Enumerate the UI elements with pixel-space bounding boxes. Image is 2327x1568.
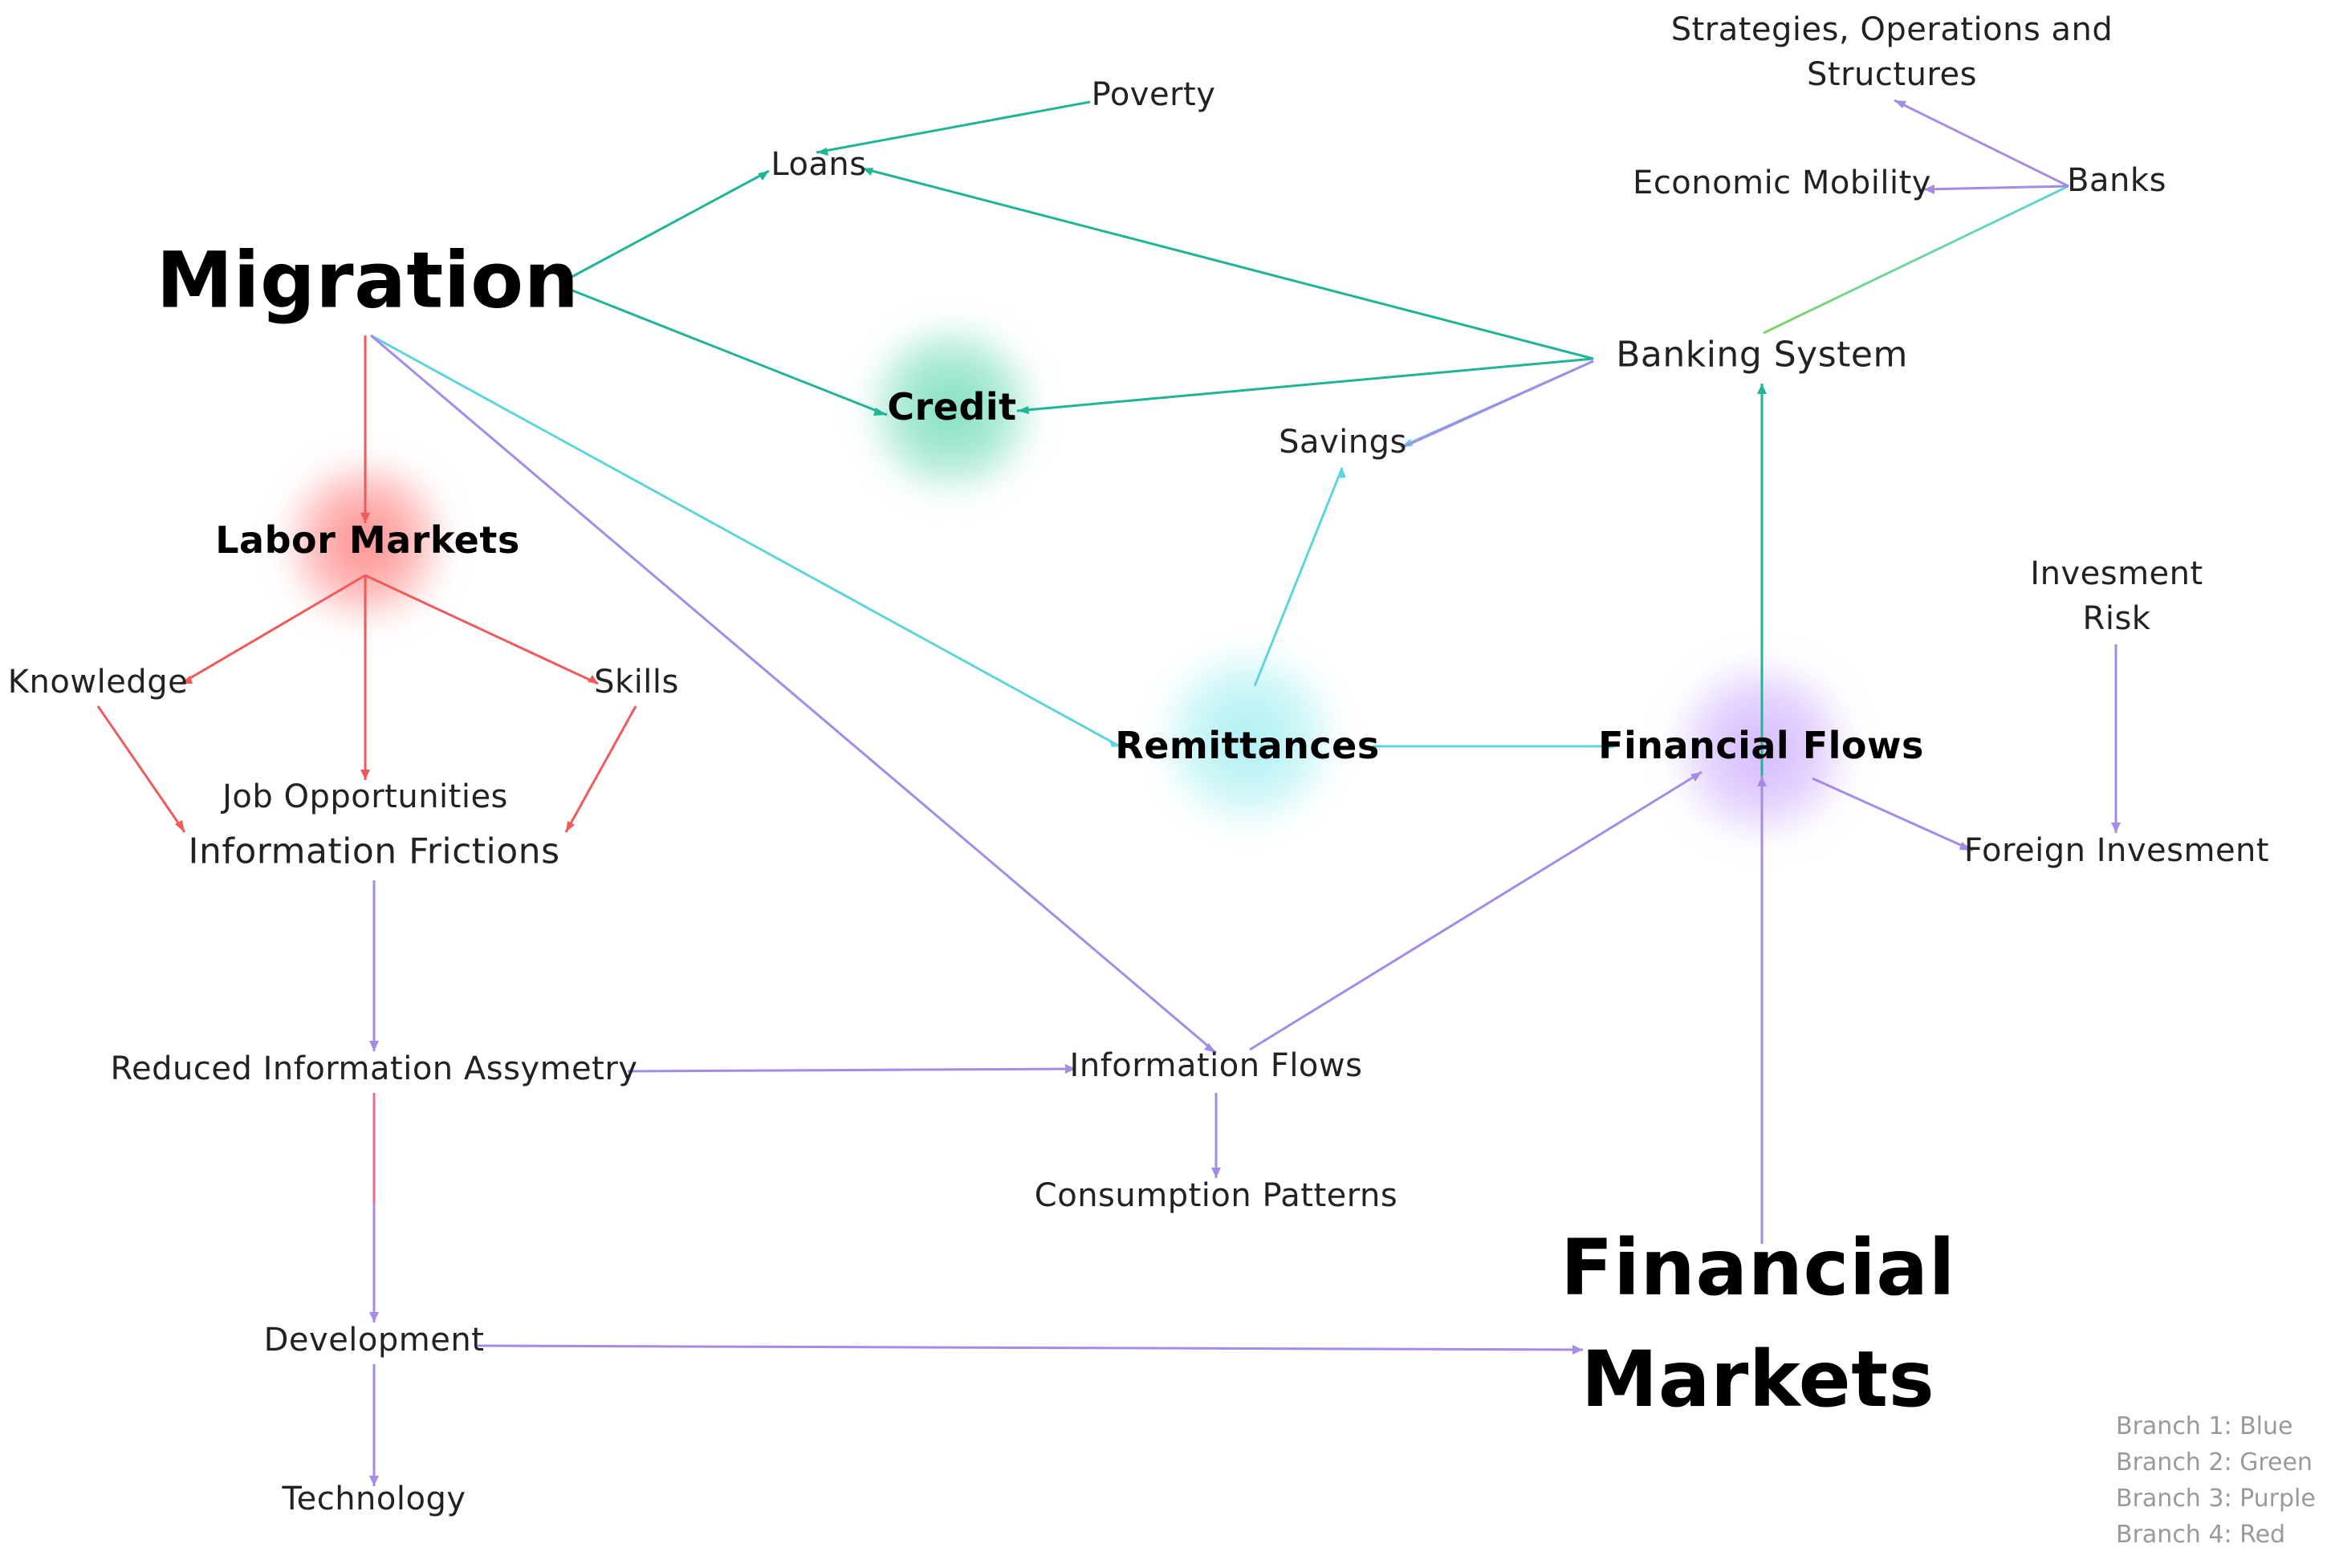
arrow-fm-development <box>1572 1345 1583 1355</box>
node-technology: Technology <box>282 1481 466 1517</box>
arrow-labor-migration <box>360 513 370 523</box>
arrow-loans-banking <box>863 168 873 176</box>
arrow-credit-migration <box>873 408 887 416</box>
edge-banking-loans <box>862 167 1594 360</box>
edge-skills-frictions <box>564 705 637 833</box>
edge-development-fm <box>477 1344 1584 1351</box>
node-credit: Credit <box>887 385 1017 429</box>
arrow-knowledge-labor <box>181 676 193 684</box>
node-information-flows: Information Flows <box>1069 1047 1363 1084</box>
green-arrowheads <box>758 148 1767 416</box>
edge-labor-knowledge <box>180 574 366 685</box>
purple-edges <box>370 99 2117 1486</box>
branch-legend: Branch 1: Blue Branch 2: Green Branch 3:… <box>2116 1408 2316 1553</box>
arrow-mobility-banks <box>1924 185 1934 194</box>
edge-banking-banks <box>1763 185 2069 335</box>
node-job-opportunities: Job Opportunities <box>222 778 508 815</box>
node-information-frictions: Information Frictions <box>188 831 560 872</box>
edge-banking-savings-purple <box>1402 360 1594 449</box>
legend-item-purple: Branch 3: Purple <box>2116 1485 2316 1513</box>
arrow-infoflows-reduced <box>1065 1064 1076 1074</box>
edge-migration-loans <box>563 169 770 282</box>
arrow-foreign-risk <box>2111 823 2121 833</box>
arrow-savings-remittances <box>1340 468 1346 478</box>
edge-labor-skills <box>364 574 599 685</box>
arrow-flows-remittances <box>1605 741 1615 751</box>
edge-banks-strategies <box>1894 99 2069 188</box>
arrow-remittances-migration <box>1109 739 1120 747</box>
node-skills: Skills <box>594 664 679 701</box>
node-financial-flows: Financial Flows <box>1598 724 1924 767</box>
node-labor-markets: Labor Markets <box>215 518 520 562</box>
arrow-credit-banking <box>1017 406 1029 414</box>
edge-poverty-loans <box>816 100 1091 154</box>
legend-item-green: Branch 2: Green <box>2116 1448 2313 1477</box>
arrow-banking-fm <box>1757 384 1767 394</box>
arrow-frictions-skills <box>566 821 575 832</box>
arrow-jobs-labor <box>360 770 370 780</box>
remittances-halo <box>1156 646 1340 831</box>
edge-reduced-infoflows <box>627 1067 1076 1073</box>
node-consumption-patterns: Consumption Patterns <box>1034 1177 1398 1214</box>
blue-arrowheads <box>1109 439 1615 751</box>
legend-item-blue: Branch 1: Blue <box>2116 1412 2293 1440</box>
node-banks: Banks <box>2067 162 2166 199</box>
node-migration: Migration <box>156 235 580 326</box>
node-economic-mobility: Economic Mobility <box>1633 165 1931 201</box>
edge-flows-foreign <box>1812 777 1974 852</box>
node-financial-markets-line2: Markets <box>1580 1334 1935 1424</box>
node-financial-markets: Financial Markets <box>1560 1213 1955 1436</box>
edge-remittances-savings <box>1253 467 1344 687</box>
arrow-consumption-infoflows <box>1211 1168 1221 1178</box>
node-banking-system: Banking System <box>1616 334 1908 376</box>
arrow-development-reduced <box>369 1312 379 1322</box>
edge-migration-credit <box>563 286 888 416</box>
node-reduced-information-asymmetry: Reduced Information Assymetry <box>110 1050 638 1087</box>
arrow-frictions-knowledge <box>175 820 185 832</box>
arrow-skills-labor <box>588 675 598 684</box>
edge-banks-mobility <box>1923 185 2069 191</box>
edge-infoflows-flows <box>1249 770 1703 1051</box>
edge-banking-credit <box>1016 357 1594 412</box>
arrow-loans-migration <box>758 171 769 181</box>
arrow-reduced-frictions <box>369 1041 379 1051</box>
edge-knowledge-frictions <box>96 705 186 833</box>
red-edges <box>96 335 637 833</box>
arrow-flows-infoflows <box>1690 772 1702 782</box>
node-financial-markets-line1: Financial <box>1560 1222 1955 1313</box>
arrow-loans-poverty <box>816 148 828 156</box>
arrow-flows-fm <box>1757 776 1767 786</box>
arrow-infoflows-migration <box>1204 1043 1216 1053</box>
node-foreign-investment: Foreign Invesment <box>1963 832 2270 869</box>
red-arrowheads <box>175 513 598 832</box>
node-savings: Savings <box>1279 424 1407 461</box>
legend-item-red: Branch 4: Red <box>2116 1521 2286 1549</box>
node-remittances: Remittances <box>1115 724 1380 767</box>
edge-migration-infoflows <box>370 334 1217 1054</box>
arrow-foreign-flows <box>1959 842 1973 851</box>
node-loans: Loans <box>771 146 867 183</box>
arrow-strategies-banks <box>1894 100 1906 108</box>
node-knowledge: Knowledge <box>7 664 189 701</box>
credit-halo <box>863 321 1039 498</box>
node-development: Development <box>263 1322 485 1359</box>
node-strategies: Strategies, Operations and Structures <box>1670 11 2113 93</box>
node-investment-risk: Invesment Risk <box>2030 555 2203 637</box>
node-poverty: Poverty <box>1091 76 1216 113</box>
edge-migration-remittances <box>370 334 1121 748</box>
purple-arrowheads <box>369 100 2121 1486</box>
arrow-technology-development <box>369 1476 379 1486</box>
